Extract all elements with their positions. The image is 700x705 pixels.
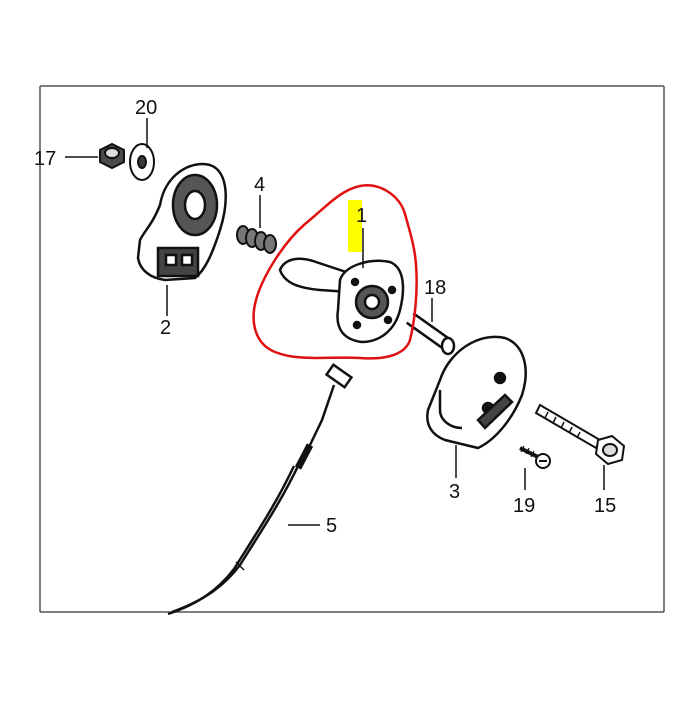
part-4-spring <box>236 225 277 254</box>
part-1-lever <box>278 257 405 344</box>
callout-2: 2 <box>160 317 171 339</box>
part-19-screw <box>519 445 551 469</box>
callout-1: 1 <box>356 205 367 227</box>
diagram-frame <box>39 85 665 613</box>
callout-4: 4 <box>254 174 265 196</box>
part-2-bracket <box>136 162 227 282</box>
callout-3: 3 <box>449 481 460 503</box>
callout-18: 18 <box>424 277 446 299</box>
leader-lines <box>65 118 605 526</box>
callout-17: 17 <box>34 148 56 170</box>
callout-labels: 17 20 4 1 18 2 3 19 15 5 <box>34 97 616 537</box>
part-3-cover <box>426 335 527 450</box>
part-17-nut <box>99 142 125 170</box>
part-5-cable <box>167 363 354 616</box>
callout-20: 20 <box>135 97 157 119</box>
part-15-bolt <box>534 403 626 466</box>
part-20-washer <box>129 143 155 181</box>
selection-outline <box>252 184 418 360</box>
callout-15: 15 <box>594 495 616 517</box>
callout-5: 5 <box>326 515 337 537</box>
highlight-marker <box>348 200 362 252</box>
part-18-pin <box>405 312 456 356</box>
callout-19: 19 <box>513 495 535 517</box>
